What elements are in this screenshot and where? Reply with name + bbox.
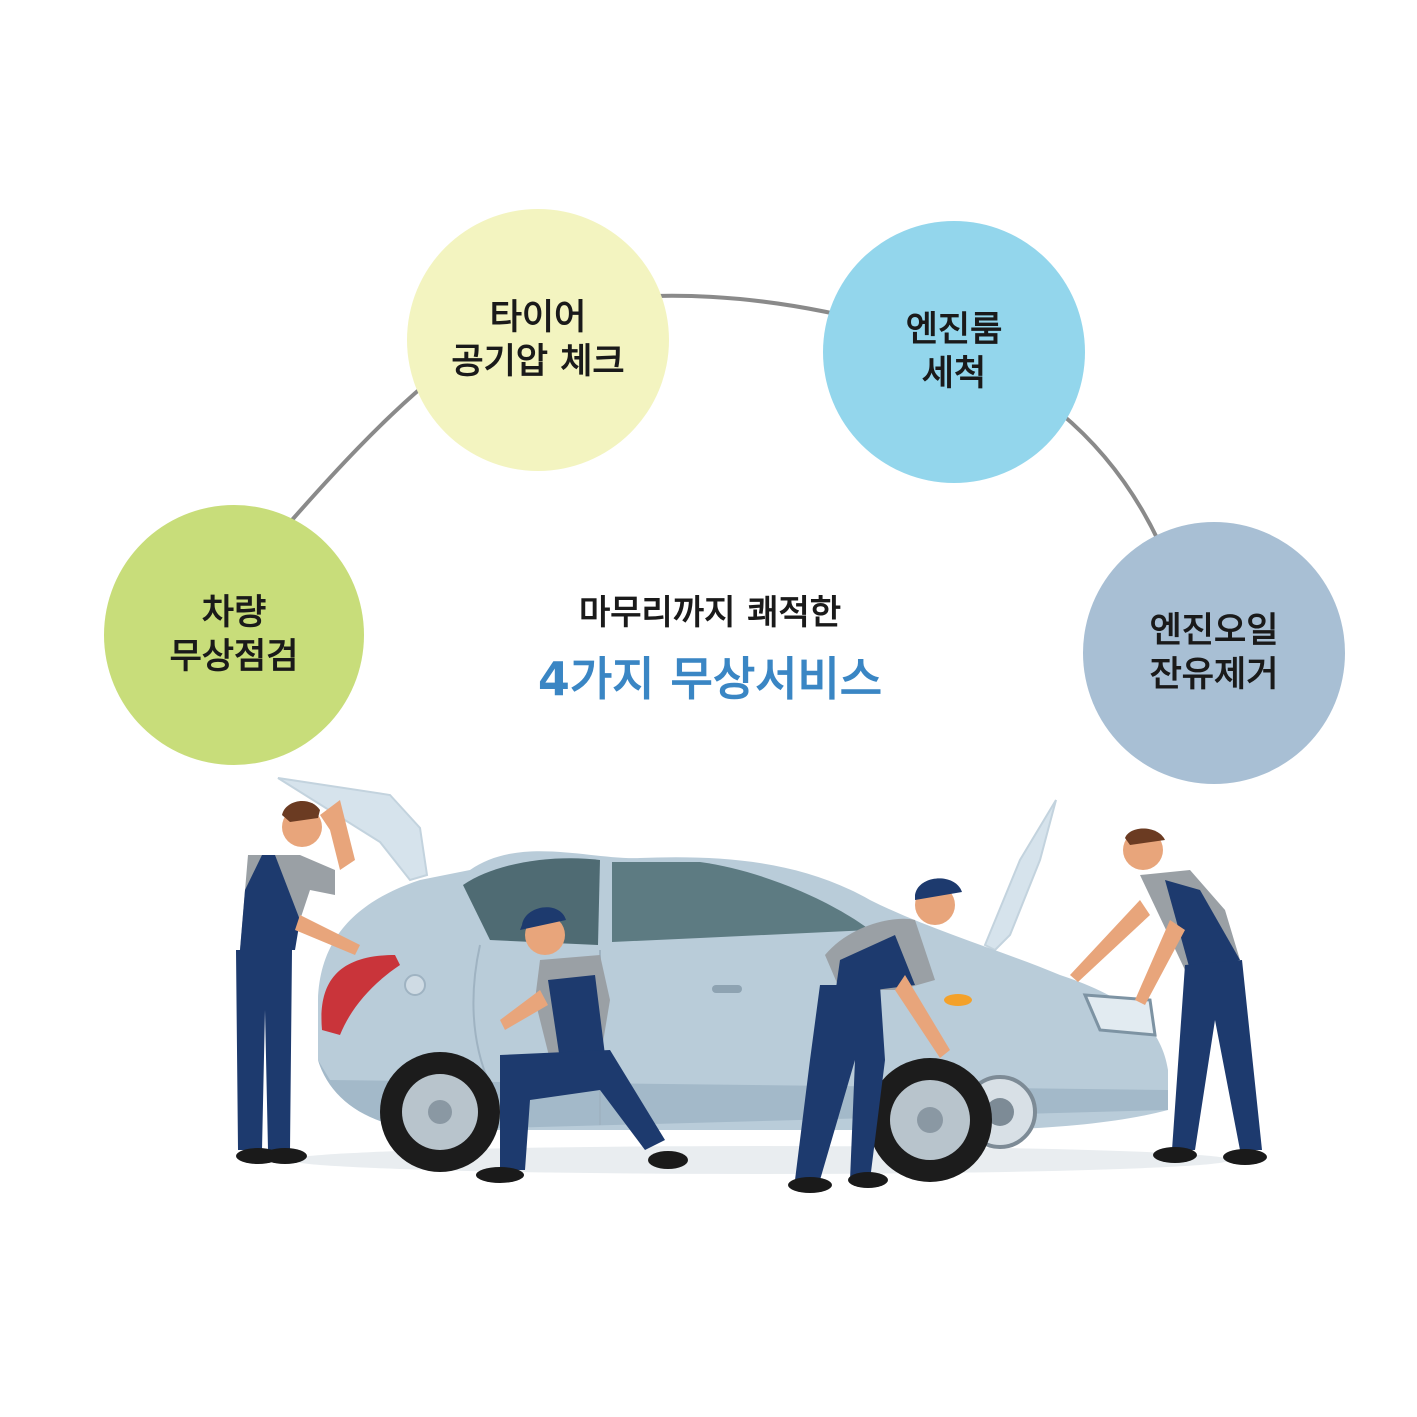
headline-subtitle: 마무리까지 쾌적한 [578, 593, 842, 633]
service-circle-oil-removal: 엔진오일 잔유제거 [1083, 522, 1345, 784]
service-circle-engine-wash: 엔진룸 세척 [823, 221, 1085, 483]
service-label-line1: 타이어 [489, 298, 587, 338]
service-label-line2: 잔유제거 [1149, 655, 1279, 695]
service-label-line2: 무상점검 [169, 637, 299, 677]
service-label-line2: 공기압 체크 [451, 342, 625, 382]
service-label-line1: 차량 [201, 593, 267, 633]
service-label-line2: 세척 [921, 354, 987, 394]
service-circle-inspection: 차량 무상점검 [104, 505, 364, 765]
headline: 마무리까지 쾌적한 4가지 무상서비스 [430, 590, 990, 712]
service-label-line1: 엔진룸 [905, 310, 1003, 350]
service-label-line1: 엔진오일 [1149, 611, 1279, 651]
service-circle-tire-pressure: 타이어 공기압 체크 [407, 209, 669, 471]
headline-title: 4가지 무상서비스 [537, 652, 883, 706]
